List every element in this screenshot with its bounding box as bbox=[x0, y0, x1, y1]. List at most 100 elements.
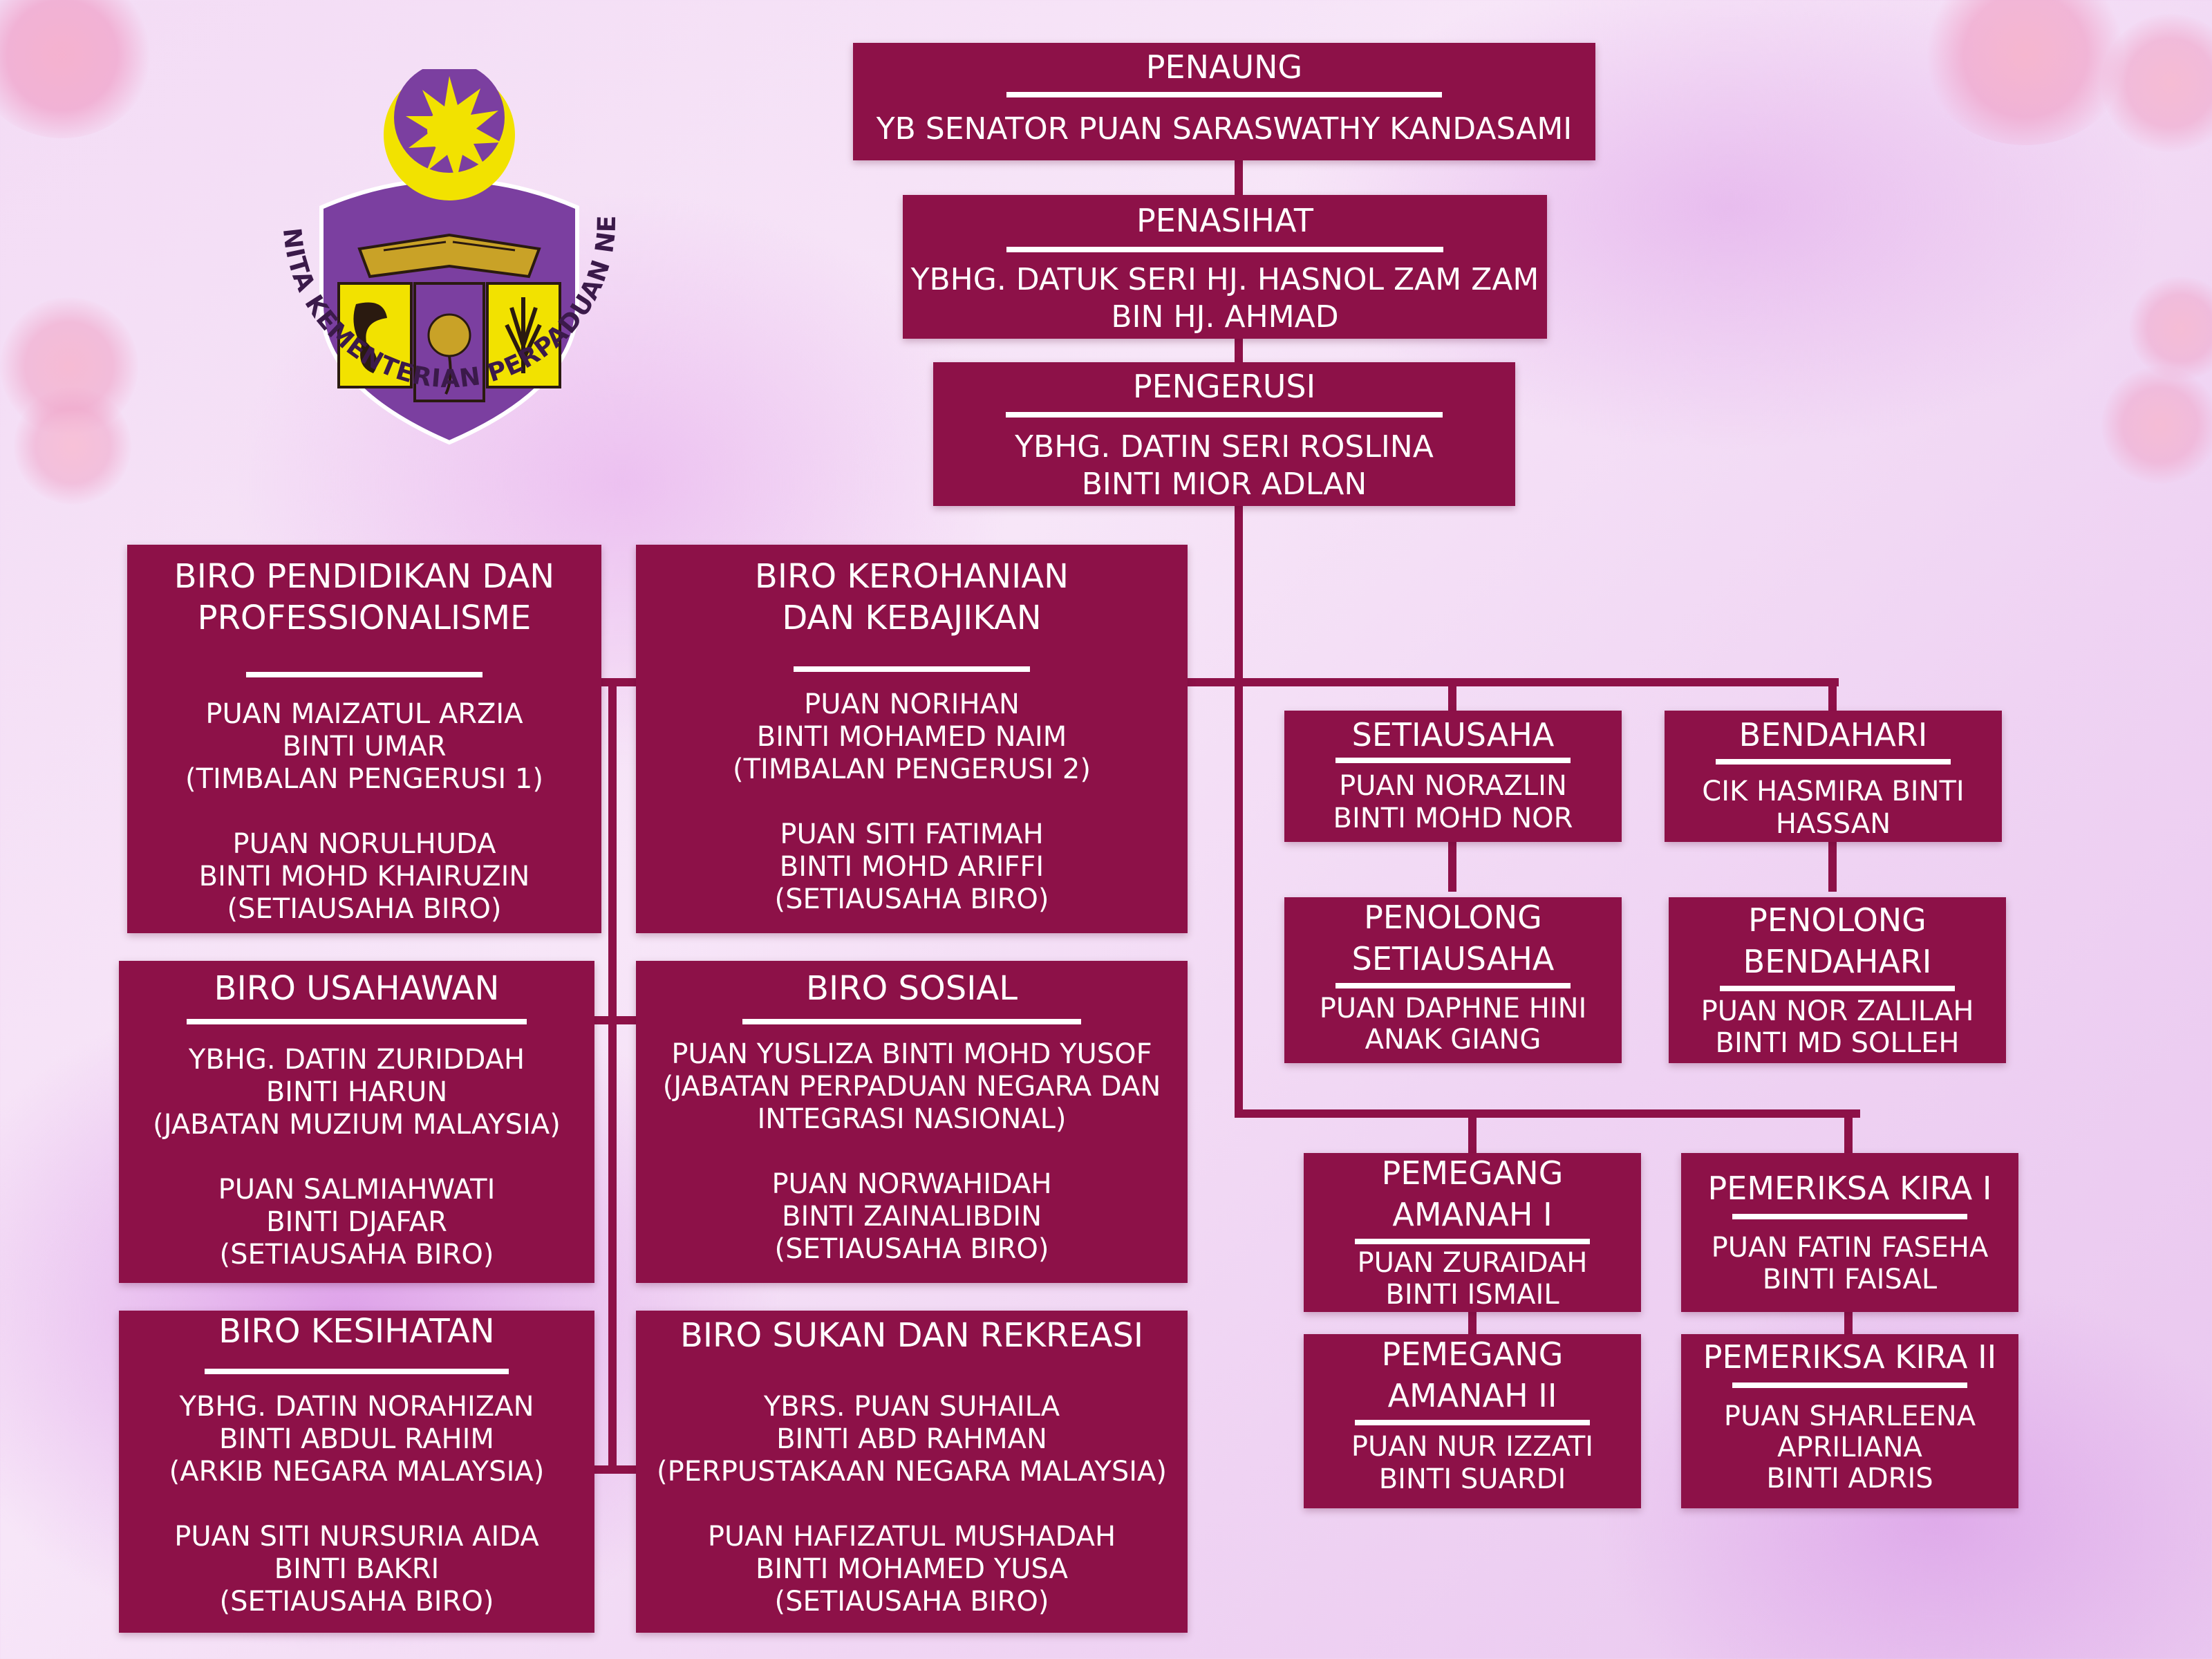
biro-sosial-box: BIRO SOSIAL PUAN YUSLIZA BINTI MOHD YUSO… bbox=[636, 961, 1188, 1283]
biro-kerohanian-title-line2: DAN KEBAJIKAN bbox=[782, 599, 1042, 637]
decor-flower-right-1 bbox=[2101, 14, 2212, 152]
biro-kerohanian-line-6: BINTI MOHD ARIFFI bbox=[779, 851, 1044, 883]
biro-usahawan-divider bbox=[187, 1019, 527, 1024]
biro-pendidikan-line-1: PUAN MAIZATUL ARZIA bbox=[205, 698, 523, 730]
connector-setiausaha-down bbox=[1448, 678, 1456, 718]
penolong-setiausaha-title-line1: PENOLONG bbox=[1364, 899, 1542, 936]
biro-kerohanian-line-7: (SETIAUSAHA BIRO) bbox=[774, 883, 1049, 915]
penolong-bendahari-line-2: BINTI MD SOLLEH bbox=[1715, 1027, 1960, 1059]
penolong-bendahari-line-1: PUAN NOR ZALILAH bbox=[1700, 995, 1974, 1027]
biro-kesihatan-line-3: (ARKIB NEGARA MALAYSIA) bbox=[169, 1456, 545, 1488]
biro-sosial-title: BIRO SOSIAL bbox=[806, 969, 1018, 1008]
pemeriksa-kira-1-line-2: BINTI FAISAL bbox=[1762, 1264, 1938, 1295]
biro-pendidikan-line-5: PUAN NORULHUDA bbox=[232, 828, 496, 860]
pemegang-amanah-2-title-line2: AMANAH II bbox=[1387, 1377, 1557, 1414]
pemeriksa-kira-2-line-2: APRILIANA bbox=[1777, 1432, 1922, 1463]
biro-kesihatan-title: BIRO KESIHATAN bbox=[218, 1312, 495, 1351]
biro-sosial-line-3: INTEGRASI NASIONAL) bbox=[757, 1103, 1067, 1135]
pemeriksa-kira-2-title: PEMERIKSA KIRA II bbox=[1703, 1338, 1997, 1376]
setiausaha-title: SETIAUSAHA bbox=[1351, 716, 1555, 753]
biro-sukan-title: BIRO SUKAN DAN REKREASI bbox=[679, 1316, 1144, 1355]
setiausaha-line-1: PUAN NORAZLIN bbox=[1339, 770, 1567, 802]
connector-setiausaha-penolong bbox=[1448, 836, 1456, 892]
biro-usahawan-line-1: YBHG. DATIN ZURIDDAH bbox=[188, 1044, 525, 1076]
connector-pemeriksa-1-2 bbox=[1844, 1306, 1853, 1334]
pemegang-amanah-2-title-line1: PEMEGANG bbox=[1381, 1335, 1564, 1373]
setiausaha-line-2: BINTI MOHD NOR bbox=[1333, 803, 1573, 834]
logo-hibiscus-icon bbox=[427, 313, 471, 357]
pemeriksa-kira-2-box: PEMERIKSA KIRA II PUAN SHARLEENA APRILIA… bbox=[1681, 1334, 2018, 1508]
biro-pendidikan-line-6: BINTI MOHD KHAIRUZIN bbox=[198, 861, 530, 892]
penasihat-name-line1: YBHG. DATUK SERI HJ. HASNOL ZAM ZAM bbox=[910, 262, 1539, 297]
setiausaha-box: SETIAUSAHA PUAN NORAZLIN BINTI MOHD NOR bbox=[1284, 711, 1622, 842]
biro-sukan-line-1: YBRS. PUAN SUHAILA bbox=[763, 1391, 1060, 1423]
penolong-bendahari-title-line2: BENDAHARI bbox=[1743, 943, 1932, 980]
penolong-bendahari-box: PENOLONG BENDAHARI PUAN NOR ZALILAH BINT… bbox=[1669, 897, 2006, 1063]
biro-sukan-line-5: PUAN HAFIZATUL MUSHADAH bbox=[707, 1521, 1116, 1553]
pemegang-amanah-2-divider bbox=[1355, 1420, 1590, 1425]
biro-pendidikan-title-line2: PROFESSIONALISME bbox=[197, 599, 532, 637]
biro-sosial-divider bbox=[742, 1019, 1081, 1024]
biro-sukan-line-6: BINTI MOHAMED YUSA bbox=[755, 1553, 1069, 1585]
decor-flower-left-2 bbox=[14, 387, 131, 505]
pemeriksa-kira-1-title: PEMERIKSA KIRA I bbox=[1707, 1170, 1992, 1207]
decor-flower-top-left bbox=[0, 0, 152, 138]
biro-kerohanian-line-2: BINTI MOHAMED NAIM bbox=[756, 721, 1067, 753]
biro-sosial-line-2: (JABATAN PERPADUAN NEGARA DAN bbox=[662, 1071, 1161, 1103]
biro-kerohanian-title-line1: BIRO KEROHANIAN bbox=[754, 557, 1069, 596]
biro-kerohanian-divider bbox=[794, 666, 1030, 672]
logo-keris-icon bbox=[353, 302, 387, 373]
logo-book-icon bbox=[357, 233, 541, 279]
pemegang-amanah-2-line-2: BINTI SUARDI bbox=[1378, 1463, 1566, 1495]
biro-kesihatan-line-6: BINTI BAKRI bbox=[274, 1553, 440, 1585]
connector-lower-hbar bbox=[1235, 1109, 1860, 1118]
pengerusi-divider bbox=[1006, 412, 1443, 418]
biro-kesihatan-line-7: (SETIAUSAHA BIRO) bbox=[219, 1586, 494, 1618]
biro-pendidikan-line-2: BINTI UMAR bbox=[282, 731, 447, 762]
pengerusi-name-line2: BINTI MIOR ADLAN bbox=[1081, 467, 1367, 502]
pemeriksa-kira-2-line-1: PUAN SHARLEENA bbox=[1723, 1400, 1976, 1432]
penolong-bendahari-title-line1: PENOLONG bbox=[1748, 901, 1927, 939]
biro-sosial-line-1: PUAN YUSLIZA BINTI MOHD YUSOF bbox=[671, 1038, 1152, 1070]
pemegang-amanah-1-line-1: PUAN ZURAIDAH bbox=[1357, 1247, 1588, 1279]
decor-flower-right-2 bbox=[2129, 276, 2212, 380]
puspanita-logo: PUSPANITA KEMENTERIAN PERPADUAN NEGARA bbox=[245, 69, 621, 445]
biro-kesihatan-divider bbox=[205, 1369, 509, 1374]
bendahari-box: BENDAHARI CIK HASMIRA BINTI HASSAN bbox=[1665, 711, 2002, 842]
pemeriksa-kira-1-box: PEMERIKSA KIRA I PUAN FATIN FASEHA BINTI… bbox=[1681, 1153, 2018, 1312]
biro-kesihatan-line-1: YBHG. DATIN NORAHIZAN bbox=[179, 1391, 534, 1423]
biro-kesihatan-box: BIRO KESIHATAN YBHG. DATIN NORAHIZAN BIN… bbox=[119, 1311, 594, 1633]
penasihat-box: PENASIHAT YBHG. DATUK SERI HJ. HASNOL ZA… bbox=[903, 195, 1547, 339]
connector-amanah-down bbox=[1468, 1109, 1477, 1158]
biro-usahawan-box: BIRO USAHAWAN YBHG. DATIN ZURIDDAH BINTI… bbox=[119, 961, 594, 1283]
pemegang-amanah-1-title-line2: AMANAH I bbox=[1392, 1196, 1553, 1233]
logo-paddy-icon bbox=[505, 297, 542, 373]
biro-kesihatan-line-5: PUAN SITI NURSURIA AIDA bbox=[174, 1521, 539, 1553]
pemeriksa-kira-2-divider bbox=[1732, 1382, 1967, 1388]
biro-kerohanian-line-3: (TIMBALAN PENGERUSI 2) bbox=[733, 753, 1091, 785]
pemegang-amanah-1-box: PEMEGANG AMANAH I PUAN ZURAIDAH BINTI IS… bbox=[1304, 1153, 1641, 1312]
penaung-box: PENAUNG YB SENATOR PUAN SARASWATHY KANDA… bbox=[853, 43, 1595, 160]
connector-biro-vspine bbox=[608, 678, 617, 1473]
penaung-title: PENAUNG bbox=[1145, 48, 1303, 86]
penaung-divider bbox=[1006, 92, 1442, 97]
bendahari-line-1: CIK HASMIRA BINTI bbox=[1702, 776, 1965, 807]
connector-biro-tick-2 bbox=[594, 1016, 636, 1024]
biro-pendidikan-box: BIRO PENDIDIKAN DAN PROFESSIONALISME PUA… bbox=[127, 545, 601, 933]
biro-usahawan-line-6: BINTI DJAFAR bbox=[266, 1206, 447, 1238]
penaung-name: YB SENATOR PUAN SARASWATHY KANDASAMI bbox=[876, 111, 1573, 147]
pemeriksa-kira-1-line-1: PUAN FATIN FASEHA bbox=[1711, 1232, 1989, 1264]
bendahari-line-2: HASSAN bbox=[1775, 808, 1891, 840]
biro-pendidikan-line-7: (SETIAUSAHA BIRO) bbox=[227, 893, 502, 925]
biro-sosial-line-5: PUAN NORWAHIDAH bbox=[771, 1168, 1052, 1200]
biro-usahawan-line-5: PUAN SALMIAHWATI bbox=[218, 1174, 496, 1206]
biro-sukan-line-3: (PERPUSTAKAAN NEGARA MALAYSIA) bbox=[656, 1456, 1167, 1488]
biro-sukan-line-7: (SETIAUSAHA BIRO) bbox=[774, 1586, 1049, 1618]
connector-bendahari-penolong bbox=[1828, 836, 1837, 892]
biro-kerohanian-line-5: PUAN SITI FATIMAH bbox=[780, 818, 1044, 850]
connector-amanah-1-2 bbox=[1468, 1306, 1477, 1334]
biro-sukan-line-2: BINTI ABD RAHMAN bbox=[776, 1423, 1047, 1455]
connector-pemeriksa-down bbox=[1844, 1109, 1853, 1158]
connector-biro-tick-3 bbox=[594, 1465, 636, 1474]
pengerusi-title: PENGERUSI bbox=[1132, 368, 1316, 405]
